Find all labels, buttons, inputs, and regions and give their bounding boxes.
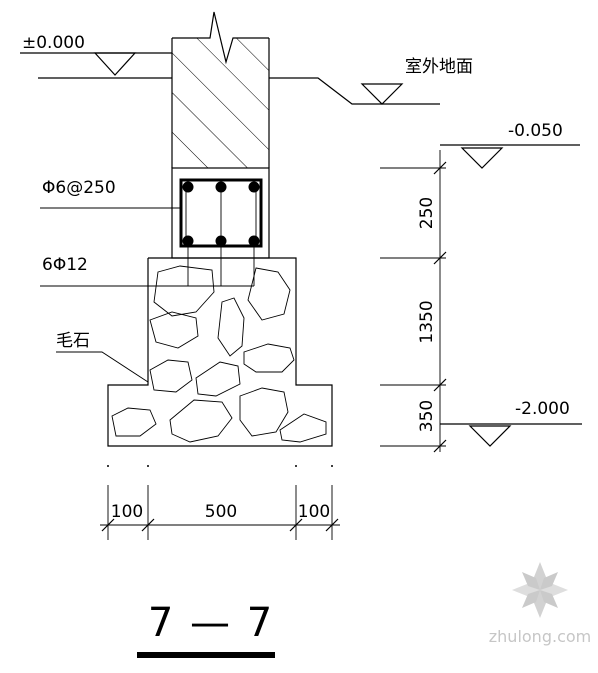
elev-bottom-label: -2.000 <box>515 399 570 419</box>
vdim-1: 250 <box>417 197 437 229</box>
rebar <box>248 235 260 247</box>
stirrup-leader: Φ6@250 <box>40 178 182 209</box>
stone <box>149 311 199 349</box>
outdoor-ground-label: 室外地面 <box>405 57 473 77</box>
stone <box>243 343 295 373</box>
rubble-leader: 毛石 <box>56 331 149 383</box>
rebar <box>215 181 227 193</box>
hdim-1: 100 <box>111 502 143 522</box>
hdim-3: 100 <box>298 502 330 522</box>
rebar <box>182 181 194 193</box>
stone <box>153 265 215 317</box>
watermark: zhulong.com <box>489 562 591 646</box>
stone <box>247 267 291 321</box>
stirrup-label: Φ6@250 <box>42 178 116 198</box>
ring-beam <box>171 167 270 259</box>
elevation-marker-bottom: -2.000 <box>440 399 582 447</box>
stone <box>217 297 245 357</box>
section-title-underline <box>137 652 275 658</box>
rebar <box>215 235 227 247</box>
stone <box>149 359 193 393</box>
vdim-3: 350 <box>417 400 437 432</box>
section-title-text: 7 — 7 <box>148 600 274 646</box>
rubble-label: 毛石 <box>56 331 90 351</box>
stone <box>239 387 289 437</box>
watermark-logo-icon <box>512 562 568 618</box>
watermark-text: zhulong.com <box>489 627 591 646</box>
rebar <box>182 235 194 247</box>
rubble-foundation <box>107 257 333 447</box>
outdoor-ground: 室外地面 <box>269 57 473 105</box>
horizontal-dimension: 100 500 100 <box>100 465 340 540</box>
stone <box>279 413 327 443</box>
vertical-dimension: 250 1350 350 <box>380 150 447 453</box>
elev-ground-label: -0.050 <box>508 121 563 141</box>
break-line <box>172 11 269 65</box>
hdim-2: 500 <box>205 502 237 522</box>
elevation-marker-top: ±0.000 <box>20 33 172 79</box>
main-bars-leader: 6Φ12 <box>40 246 255 287</box>
stone <box>169 399 233 443</box>
brick-wall <box>171 11 270 168</box>
rebar <box>248 181 260 193</box>
stone <box>111 407 157 437</box>
stone <box>195 361 241 397</box>
section-title: 7 — 7 <box>137 600 275 658</box>
vdim-2: 1350 <box>417 300 437 343</box>
main-bars-label: 6Φ12 <box>42 255 88 275</box>
elev-top-label: ±0.000 <box>22 33 85 53</box>
elevation-marker-ground: -0.050 <box>440 121 580 169</box>
